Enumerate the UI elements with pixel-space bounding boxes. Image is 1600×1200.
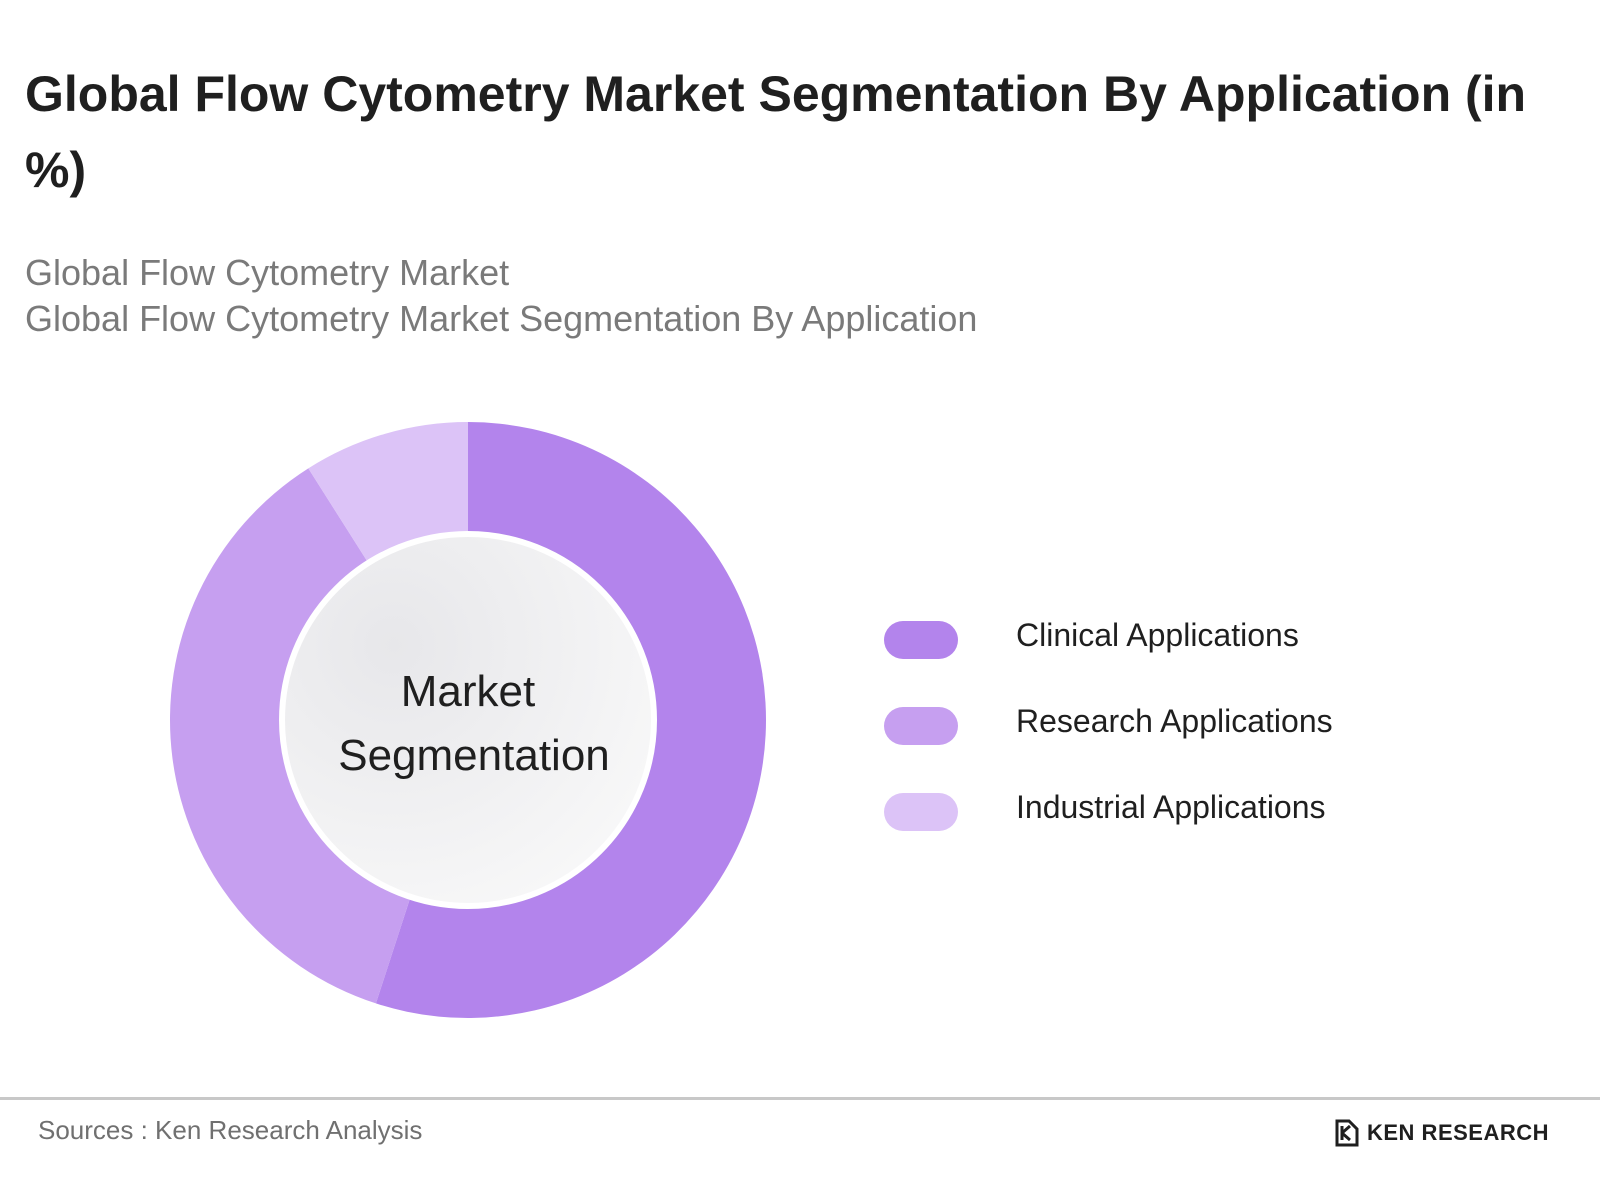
center-label-line-1: Market bbox=[401, 667, 535, 716]
subtitle-line-2: Global Flow Cytometry Market Segmentatio… bbox=[25, 298, 978, 339]
donut-center-disc bbox=[279, 531, 657, 909]
center-label-line-2: Segmentation bbox=[338, 731, 610, 780]
legend-label: Clinical Applications bbox=[1016, 617, 1299, 653]
ken-research-logo: KEN RESEARCH bbox=[1335, 1119, 1549, 1147]
legend-swatch bbox=[884, 621, 958, 659]
legend-swatch bbox=[884, 793, 958, 831]
donut-slices bbox=[170, 422, 767, 1018]
slice-industrial bbox=[308, 422, 468, 563]
legend-item-industrial[interactable]: Industrial Applications bbox=[884, 784, 1444, 870]
legend-item-research[interactable]: Research Applications bbox=[884, 698, 1444, 784]
slice-research bbox=[170, 468, 411, 1004]
ken-logo-icon bbox=[1335, 1119, 1359, 1147]
legend-swatch bbox=[884, 707, 958, 745]
legend-label: Research Applications bbox=[1016, 703, 1333, 739]
legend-item-clinical[interactable]: Clinical Applications bbox=[884, 612, 1444, 698]
chart-title: Global Flow Cytometry Market Segmentatio… bbox=[25, 66, 1527, 198]
footer-divider bbox=[0, 1097, 1600, 1100]
logo-text: KEN RESEARCH bbox=[1367, 1120, 1550, 1145]
source-note: Sources : Ken Research Analysis bbox=[38, 1115, 423, 1145]
subtitle-line-1: Global Flow Cytometry Market bbox=[25, 252, 510, 293]
subtitle-block: Global Flow Cytometry Market Global Flow… bbox=[25, 250, 977, 342]
legend-label: Industrial Applications bbox=[1016, 789, 1326, 825]
slice-clinical bbox=[375, 422, 767, 1018]
chart-legend: Clinical Applications Research Applicati… bbox=[884, 612, 1444, 870]
